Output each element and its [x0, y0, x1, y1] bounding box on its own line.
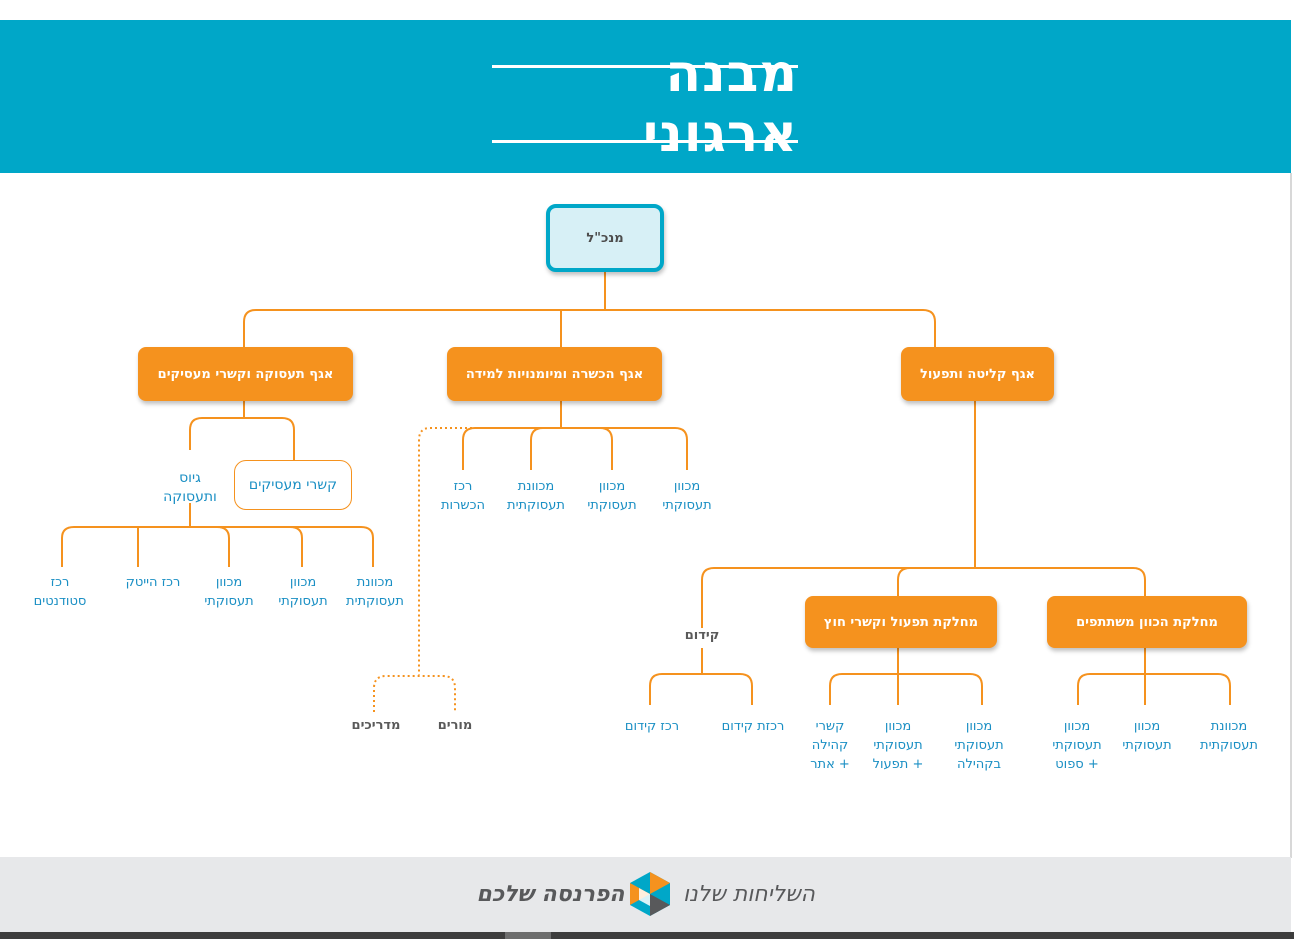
connector-recruit-units — [61, 526, 374, 567]
division-employment: אגף תעסוקה וקשרי מעסיקים — [138, 347, 353, 401]
operations-unit-line: תעסוקתי — [954, 738, 1004, 753]
operations-unit: מכוון תעסוקתי בקהילה — [938, 717, 1020, 774]
connector-promo-units — [649, 673, 753, 705]
training-unit: מכוון תעסוקתי — [571, 477, 653, 515]
page-edge — [1290, 173, 1292, 858]
connector-training-2 — [530, 427, 544, 470]
operations-unit-line: + תפעול — [872, 757, 924, 772]
operations-unit: מכוון תעסוקתי + תפעול — [857, 717, 939, 774]
operations-unit-line: מכוון — [884, 719, 912, 734]
operations-unit-line: תעסוקתי — [873, 738, 923, 753]
bottom-scrollbar[interactable] — [0, 932, 1294, 939]
training-unit-line: תעסוקתית — [507, 498, 565, 513]
recruit-unit-line: מכוונת — [356, 575, 394, 590]
division-training: אגף הכשרה ומיומנויות למידה — [447, 347, 662, 401]
recruit-unit: מכוון תעסוקתי — [262, 573, 344, 611]
training-unit: מכוונת תעסוקתית — [491, 477, 581, 515]
promotion-unit: רכזת קידום — [721, 719, 785, 734]
department-operations: מחלקת תפעול וקשרי חוץ — [805, 596, 997, 648]
recruit-unit-line: תעסוקתי — [278, 594, 328, 609]
recruit-unit-line: מכוון — [289, 575, 317, 590]
employer-relations-box: קשרי מעסיקים — [234, 460, 352, 510]
division-intake: אגף קליטה ותפעול — [901, 347, 1054, 401]
division-training-label: אגף הכשרה ומיומנויות למידה — [465, 366, 644, 382]
connector-training-3 — [599, 427, 613, 470]
department-mentoring-label: מחלקת הכוון משתתפים — [1076, 614, 1218, 630]
ceo-label: מנכ"ל — [586, 230, 624, 246]
recruit-unit-line: תעסוקתי — [204, 594, 254, 609]
training-unit-line: מכוון — [673, 479, 701, 494]
mentoring-unit: מכוונת תעסוקתית — [1184, 717, 1274, 755]
connector-employment-split — [189, 417, 295, 460]
training-unit: מכוון תעסוקתי — [646, 477, 728, 515]
mentoring-unit: מכוון תעסוקתי — [1106, 717, 1188, 755]
recruit-unit-line: רכז — [50, 575, 70, 590]
brand-light-text: השליחות שלנו — [682, 881, 816, 907]
operations-unit-line: קהילה — [811, 738, 849, 753]
promotion-unit: רכז קידום — [624, 719, 680, 734]
recruit-unit-line: רכז הייטק — [125, 575, 181, 590]
connector-recruit-4 — [289, 526, 303, 567]
connector-departments — [701, 567, 1146, 628]
recruit-unit: רכז סטודנטים — [18, 573, 102, 611]
connector-dotted-trainers — [418, 427, 487, 675]
scrollbar-thumb[interactable] — [505, 932, 551, 939]
recruit-unit: מכוון תעסוקתי — [188, 573, 270, 611]
brand-bold-text: הפרנסה שלכם — [476, 881, 625, 907]
operations-unit-line: קשרי — [815, 719, 845, 734]
recruit-unit-line: סטודנטים — [33, 594, 87, 609]
connector-training-units — [462, 427, 688, 470]
training-unit-line: הכשרות — [440, 498, 485, 513]
connector-divisions — [243, 309, 936, 347]
recruit-unit: רכז הייטק — [108, 573, 198, 592]
connector-dotted-split — [373, 675, 456, 712]
mentoring-unit-line: מכוון — [1063, 719, 1091, 734]
ceo-box: מנכ"ל — [546, 204, 664, 272]
operations-unit-line: בקהילה — [956, 757, 1002, 772]
brand-logo-icon — [630, 872, 670, 916]
recruit-label-line1: גיוס — [179, 470, 201, 486]
department-promotion: קידום — [684, 628, 720, 643]
training-unit: רכז הכשרות — [423, 477, 503, 515]
operations-unit: קשרי קהילה + אתר — [792, 717, 868, 774]
training-unit-line: תעסוקתי — [662, 498, 712, 513]
mentoring-unit-line: מכוון — [1133, 719, 1161, 734]
recruit-unit-line: מכוון — [215, 575, 243, 590]
recruit-label-line2: ותעסוקה — [163, 489, 217, 505]
connector-ops — [897, 567, 911, 596]
recruit-label: גיוס ותעסוקה — [150, 469, 230, 507]
mentoring-unit-line: + ספוט — [1055, 757, 1099, 772]
division-employment-label: אגף תעסוקה וקשרי מעסיקים — [157, 366, 334, 382]
instructors-label: מדריכים — [351, 718, 401, 733]
mentoring-unit-line: תעסוקתית — [1200, 738, 1258, 753]
connector-mentor-units — [1077, 673, 1231, 705]
teachers-label: מורים — [437, 718, 473, 733]
training-unit-line: מכוון — [598, 479, 626, 494]
division-intake-label: אגף קליטה ותפעול — [920, 366, 1036, 382]
operations-unit-line: + אתר — [810, 757, 850, 772]
training-unit-line: רכז — [453, 479, 473, 494]
mentoring-unit: מכוון תעסוקתי + ספוט — [1036, 717, 1118, 774]
employer-relations-label: קשרי מעסיקים — [248, 477, 338, 493]
mentoring-unit-line: מכוונת — [1210, 719, 1248, 734]
connector-recruit-3 — [216, 526, 230, 567]
recruit-unit-line: תעסוקתית — [346, 594, 404, 609]
operations-unit-line: מכוון — [965, 719, 993, 734]
training-unit-line: תעסוקתי — [587, 498, 637, 513]
mentoring-unit-line: תעסוקתי — [1052, 738, 1102, 753]
mentoring-unit-line: תעסוקתי — [1122, 738, 1172, 753]
recruit-unit: מכוונת תעסוקתית — [330, 573, 420, 611]
connector-ops-units — [829, 673, 983, 705]
training-unit-line: מכוונת — [517, 479, 555, 494]
department-operations-label: מחלקת תפעול וקשרי חוץ — [823, 614, 979, 630]
department-mentoring: מחלקת הכוון משתתפים — [1047, 596, 1247, 648]
header-banner — [0, 20, 1291, 173]
